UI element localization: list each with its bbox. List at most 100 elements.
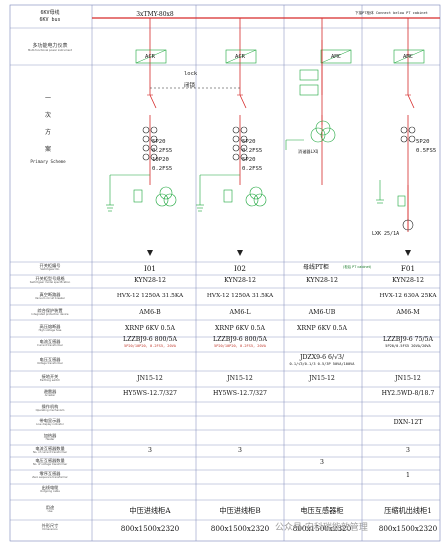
meter-row-label: 多功能电力仪表 Multi-functional power instrumen…: [28, 44, 72, 53]
row-label-en: Arrester: [44, 394, 56, 398]
cell-model-2: KYN28-12: [224, 277, 256, 284]
ct-sub-2: 5P20/10P20, 0.2FS5, 20VA: [214, 344, 266, 348]
ct-sub-4: 5P20/0.5FS5 20VA/20VA: [385, 344, 431, 348]
row-label-cn: 加热器: [43, 433, 57, 438]
breaker-contact: [407, 94, 415, 109]
row-label-en: Live display indicator: [36, 423, 64, 427]
ct-a-1: 5P20: [152, 139, 166, 145]
pt-sub-3: 0.1/√3/0.1/3 0.5/3P 50VA/100VA: [289, 362, 355, 366]
ct-coil: [400, 135, 408, 143]
cable-arrow: [147, 250, 153, 256]
pt-coil: [155, 193, 169, 207]
row-label-en: Heater: [45, 438, 55, 442]
row-label-cn: 用途: [45, 505, 55, 510]
cell-fuse-2: XRNP 6KV 0.5A: [215, 325, 265, 332]
cell-number-2: I02: [234, 264, 246, 273]
row-label-cn: 出线电缆: [41, 485, 59, 490]
meter-acr-a: ACR: [145, 54, 155, 60]
breaker-contact: [239, 94, 247, 109]
ct-b-3: 5P20: [242, 157, 256, 163]
lock-label-cn: 闭锁: [184, 83, 196, 89]
cell-breaker-1: HVX-12 1250A 31.5KA: [116, 293, 184, 299]
row-label-cn: 操作机构: [41, 404, 59, 409]
row-label-cn: 高压熔断器: [39, 324, 61, 329]
meter-label-en: Multi-functional power instrument: [27, 49, 73, 52]
ct-coil: [142, 135, 150, 143]
cell-pt_qty-3: 3: [320, 459, 324, 466]
row-label-en: Zero sequence transformer: [32, 476, 68, 480]
pt-coil: [163, 193, 177, 207]
cell-size-2: 800x1500x2320: [210, 524, 270, 533]
cell-live-4: DXN-12T: [393, 419, 423, 426]
pt-coil: [315, 120, 331, 136]
scheme-char-3: 方: [44, 129, 52, 136]
row-label-cn: 零序互感器: [39, 471, 61, 476]
scheme-char-2: 次: [44, 112, 52, 119]
cell-earth-2: JN15-12: [227, 375, 253, 382]
zero-seq-ct: [402, 219, 414, 231]
ct-coil: [232, 153, 240, 161]
cell-qty-4: 3: [406, 447, 410, 454]
ct-coil: [142, 144, 150, 152]
meter-amc-d: AMC: [403, 54, 413, 60]
ct-b-4: 0.2FS5: [242, 166, 263, 172]
ct-coil: [408, 126, 416, 134]
cell-model-3: KYN28-12: [306, 277, 338, 284]
cell-number-3: 母线PT柜: [302, 264, 330, 271]
cell-qty-2: 3: [238, 447, 242, 454]
cell-protection-1: AM6-B: [139, 309, 161, 316]
cell-ct-4: LZZBJ9-6 75/5A: [382, 336, 434, 343]
ct-b-2: 0.2FS5: [242, 148, 263, 154]
cell-use-1: 中压进线柜A: [129, 506, 171, 515]
row-label-en: No. of current transformer: [32, 451, 68, 455]
pt-coil: [253, 193, 267, 207]
ct-coil: [240, 126, 248, 134]
cell-arrester-2: HY5WS-12.7/327: [212, 390, 268, 397]
arrester: [133, 189, 143, 203]
lock-label-en: lock: [184, 71, 198, 77]
cell-use-4: 压缩机出线柜1: [384, 506, 432, 515]
meter-amc-c: AMC: [331, 54, 341, 60]
row-label-en: Use: [47, 510, 53, 514]
ct-coil: [142, 153, 150, 161]
meter-box: [135, 49, 167, 64]
ct-a-2: 0.2FS5: [152, 148, 173, 154]
cell-number-4: F01: [400, 264, 416, 273]
cell-model-4: KYN28-12: [392, 277, 424, 284]
cell-use-2: 中压进线柜B: [219, 506, 261, 515]
cell-earth-1: JN15-12: [137, 375, 163, 382]
meter-slash: [135, 49, 167, 64]
connect-note: 下接PT柜体 Connect below PT cabinet: [355, 11, 428, 15]
cell-arrester-4: HY2.5WD-8/18.7: [381, 390, 435, 397]
cell-model-1: KYN28-12: [134, 277, 166, 284]
row-label-cn: 综合保护装置: [37, 308, 63, 313]
ct-coil: [142, 126, 150, 134]
cell-protection-3: AM6-UB: [308, 309, 336, 316]
meter-acr-b: ACR: [235, 54, 245, 60]
frame: [9, 4, 441, 542]
row-label-cn: 电压互感器: [39, 357, 61, 362]
row-label-en: No. of voltage transformer: [32, 463, 68, 467]
pt-c-label: 消谐器LXQ: [298, 149, 319, 154]
ct-coil: [150, 153, 158, 161]
watermark: 公众号·安科瑞能效管理: [275, 523, 368, 533]
ct-coil: [408, 135, 416, 143]
row-label-en: Operating mechanism: [35, 409, 65, 413]
cell-size-1: 800x1500x2320: [120, 524, 180, 533]
pt-coil: [245, 193, 259, 207]
row-label-en: Earthing switch: [39, 379, 61, 383]
lxk-label: LXK 25/1A: [372, 231, 400, 237]
cable-arrow: [237, 250, 243, 256]
cell-zero-4: 1: [406, 472, 410, 479]
arrester: [397, 195, 406, 207]
